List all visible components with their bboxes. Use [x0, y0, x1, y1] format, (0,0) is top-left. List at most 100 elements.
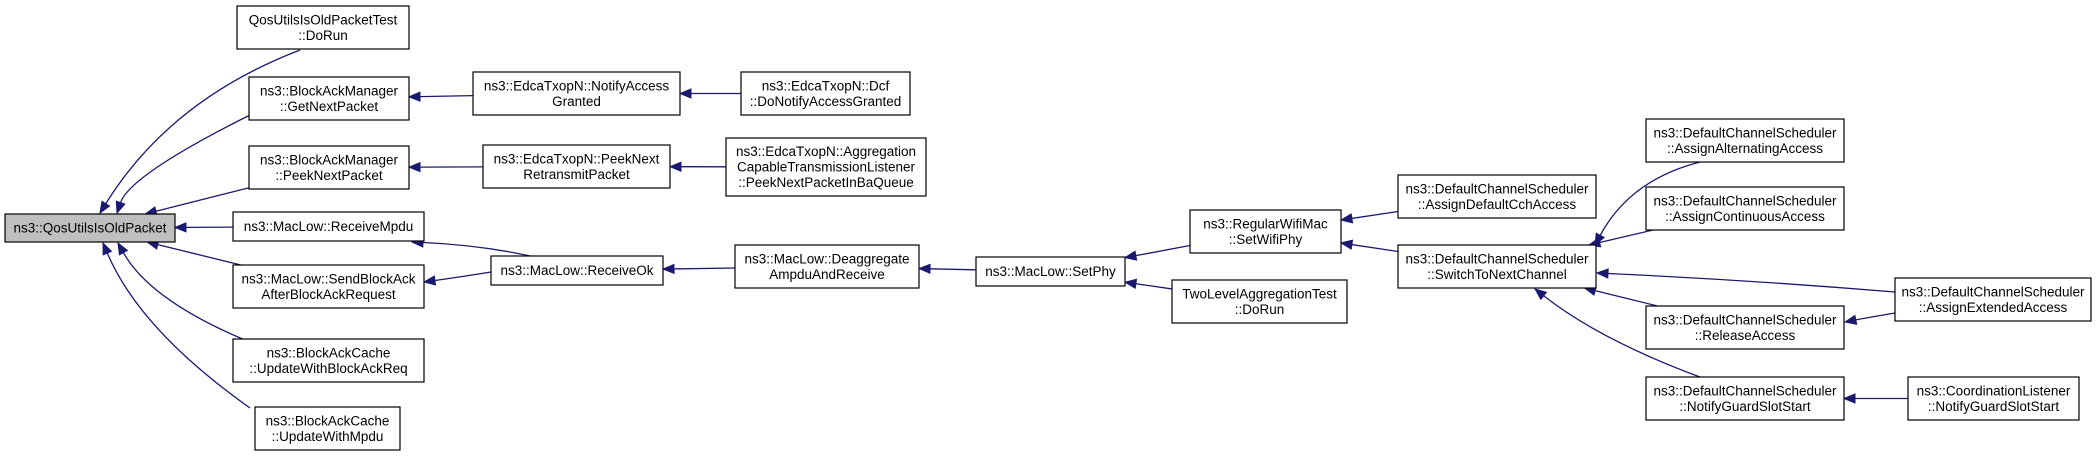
node-n2[interactable]: ns3::BlockAckManager::GetNextPacket: [248, 76, 410, 121]
node-box: [1189, 209, 1342, 254]
arrowhead-n1-n0: [99, 200, 111, 215]
node-n21[interactable]: TwoLevelAggregationTest::DoRun: [1171, 279, 1348, 324]
node-n3[interactable]: ns3::EdcaTxopN::NotifyAccessGranted: [472, 71, 681, 116]
node-box: [725, 137, 927, 197]
node-label-line: ::AssignExtendedAccess: [1919, 300, 2068, 315]
node-n1[interactable]: QosUtilsIsOldPacketTest::DoRun: [236, 5, 410, 50]
node-label-line: ::AssignAlternatingAccess: [1667, 141, 1823, 156]
node-box: [236, 5, 410, 50]
edge-n13-n12: [1351, 210, 1399, 220]
edge-n24-n0: [106, 252, 251, 409]
node-n15[interactable]: ns3::DefaultChannelScheduler::AssignAlte…: [1645, 118, 1845, 163]
arrowhead-n14-n12: [1339, 239, 1354, 250]
edge-n10-n9: [673, 267, 736, 270]
node-n16[interactable]: ns3::DefaultChannelScheduler::AssignCont…: [1645, 186, 1845, 231]
arrowhead-n4-n3: [678, 88, 692, 99]
node-box: [734, 244, 920, 289]
node-box: [1645, 186, 1845, 231]
node-n7[interactable]: ns3::EdcaTxopN::AggregationCapableTransm…: [725, 137, 927, 197]
node-box: [1645, 305, 1845, 350]
node-n11[interactable]: ns3::MacLow::SetPhy: [975, 256, 1126, 287]
node-label-line: ns3::BlockAckCache: [266, 413, 390, 428]
node-n5[interactable]: ns3::BlockAckManager::PeekNextPacket: [248, 145, 410, 190]
node-n0[interactable]: ns3::QosUtilsIsOldPacket: [4, 213, 176, 243]
arrowhead-n3-n2: [407, 91, 421, 102]
arrowhead-n19-n14: [1533, 288, 1548, 301]
node-box: [1397, 244, 1597, 289]
arrowhead-n23-n0: [117, 241, 129, 256]
node-n18[interactable]: ns3::DefaultChannelScheduler::ReleaseAcc…: [1645, 305, 1845, 350]
node-box: [1907, 376, 2080, 421]
node-label-line: ::PeekNextPacketInBaQueue: [738, 175, 914, 190]
node-label-line: ::UpdateWithBlockAckReq: [249, 361, 407, 376]
node-n19[interactable]: ns3::DefaultChannelScheduler::NotifyGuar…: [1645, 376, 1845, 421]
edge-n22-n0: [157, 243, 242, 266]
edge-n12-n11: [1135, 244, 1191, 257]
node-n4[interactable]: ns3::EdcaTxopN::Dcf::DoNotifyAccessGrant…: [740, 71, 911, 116]
node-label-line: ns3::MacLow::ReceiveMpdu: [244, 219, 414, 234]
node-label-line: ns3::QosUtilsIsOldPacket: [13, 221, 166, 236]
edge-n9-n22: [434, 271, 492, 282]
edge-n17-n14: [1607, 272, 1896, 293]
node-label-line: ns3::MacLow::SendBlockAck: [241, 271, 415, 286]
arrowhead-n7-n6: [668, 161, 682, 172]
node-label-line: ns3::DefaultChannelScheduler: [1405, 181, 1589, 196]
node-label-line: ns3::MacLow::SetPhy: [985, 264, 1116, 279]
arrowhead-n12-n11: [1123, 250, 1138, 261]
node-label-line: ::AssignDefaultCchAccess: [1418, 197, 1577, 212]
node-label-line: ::SwitchToNextChannel: [1427, 267, 1567, 282]
arrowhead-n8-n0: [173, 222, 187, 233]
node-label-line: ns3::BlockAckManager: [260, 152, 399, 167]
node-label-line: ::UpdateWithMpdu: [272, 429, 384, 444]
arrowhead-n17-n18: [1843, 314, 1858, 325]
arrowhead-n20-n19: [1842, 393, 1856, 404]
edge-n5-n0: [155, 187, 250, 212]
node-label-line: ::NotifyGuardSlotStart: [1679, 399, 1811, 414]
node-label-line: ::AssignContinuousAccess: [1665, 209, 1825, 224]
node-n20[interactable]: ns3::CoordinationListener::NotifyGuardSl…: [1907, 376, 2080, 421]
node-label-line: RetransmitPacket: [523, 167, 630, 182]
edge-n1-n0: [105, 49, 301, 204]
node-label-line: CapableTransmissionListener: [737, 160, 916, 175]
node-label-line: AmpduAndReceive: [769, 267, 885, 282]
node-n22[interactable]: ns3::MacLow::SendBlockAckAfterBlockAckRe…: [232, 264, 425, 309]
node-n14[interactable]: ns3::DefaultChannelScheduler::SwitchToNe…: [1397, 244, 1597, 289]
node-box: [1171, 279, 1348, 324]
node-box: [232, 211, 425, 242]
node-label-line: ::PeekNextPacket: [275, 168, 383, 183]
node-label-line: ns3::CoordinationListener: [1917, 383, 2071, 398]
node-box: [975, 256, 1126, 287]
node-label-line: ns3::DefaultChannelScheduler: [1653, 125, 1837, 140]
node-n13[interactable]: ns3::DefaultChannelScheduler::AssignDefa…: [1397, 174, 1597, 219]
arrowhead-n21-n11: [1123, 278, 1138, 290]
arrowhead-n6-n5: [407, 161, 421, 173]
node-box: [482, 144, 671, 189]
node-label-line: ns3::BlockAckCache: [267, 345, 391, 360]
arrowhead-n24-n0: [102, 241, 113, 256]
node-box: [1894, 277, 2092, 322]
arrowhead-n9-n22: [422, 275, 437, 286]
node-box: [254, 406, 401, 451]
node-label-line: ::SetWifiPhy: [1229, 232, 1303, 247]
node-box: [490, 255, 664, 286]
node-n17[interactable]: ns3::DefaultChannelScheduler::AssignExte…: [1894, 277, 2092, 322]
edge-n11-n10: [929, 268, 977, 271]
node-label-line: ns3::RegularWifiMac: [1203, 216, 1328, 231]
arrowhead-n11-n10: [917, 263, 931, 275]
node-n12[interactable]: ns3::RegularWifiMac::SetWifiPhy: [1189, 209, 1342, 254]
node-box: [740, 71, 911, 116]
edge-n18-n14: [1594, 289, 1658, 307]
node-n23[interactable]: ns3::BlockAckCache::UpdateWithBlockAckRe…: [232, 338, 425, 383]
node-n9[interactable]: ns3::MacLow::ReceiveOk: [490, 255, 664, 286]
node-n8[interactable]: ns3::MacLow::ReceiveMpdu: [232, 211, 425, 242]
edge-n17-n18: [1855, 312, 1896, 321]
edge-n16-n14: [1599, 229, 1654, 244]
edge-n9-n8: [422, 241, 531, 257]
node-label-line: ::ReleaseAccess: [1695, 328, 1796, 343]
node-n24[interactable]: ns3::BlockAckCache::UpdateWithMpdu: [254, 406, 401, 451]
node-box: [472, 71, 681, 116]
arrowhead-n10-n9: [661, 263, 675, 275]
